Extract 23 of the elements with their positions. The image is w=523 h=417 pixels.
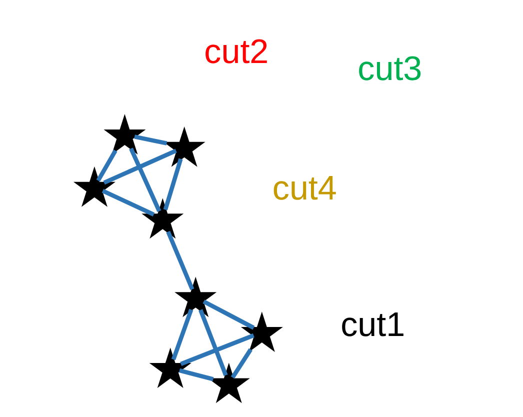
connector (166, 230, 194, 290)
connector (134, 134, 167, 146)
node-star (240, 312, 282, 352)
connector (96, 150, 117, 182)
connector (162, 158, 182, 210)
connector (198, 309, 228, 376)
connector (128, 148, 161, 212)
label: cut1 (340, 306, 405, 344)
connector (102, 148, 176, 185)
connector (202, 300, 254, 330)
node-star (141, 198, 184, 239)
node-star (174, 276, 216, 318)
node-star (103, 114, 146, 154)
connector (180, 333, 254, 366)
connector (170, 308, 193, 360)
label: cut4 (272, 170, 336, 208)
connector (230, 348, 252, 379)
node-star (148, 348, 191, 388)
connector (101, 188, 154, 216)
node-star (72, 166, 115, 207)
label: cut3 (357, 50, 422, 88)
connector (178, 368, 214, 382)
label: cut2 (204, 33, 268, 72)
